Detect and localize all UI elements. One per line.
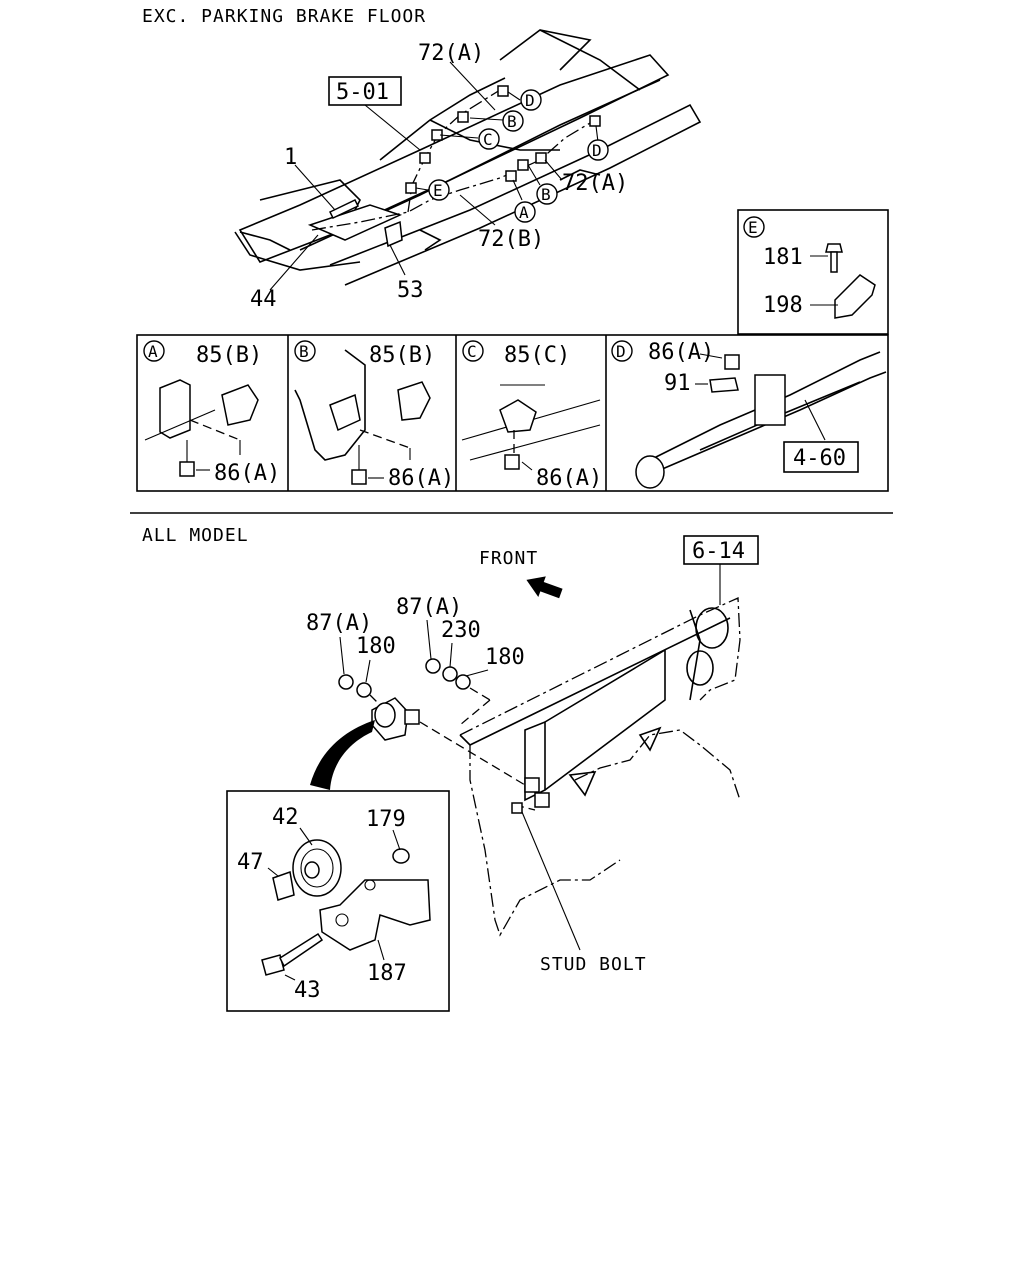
- ref-label-4-60: 4-60: [793, 446, 846, 471]
- detail-c-letter: C: [467, 342, 477, 361]
- letter-e: E: [433, 181, 443, 200]
- letter-b-upper: B: [507, 112, 517, 131]
- detail-row: [136, 334, 889, 492]
- detail-c-86a: 86(A): [536, 466, 602, 491]
- label-44: 44: [250, 287, 277, 312]
- chassis-frame: [234, 29, 702, 286]
- front-label: FRONT: [479, 548, 538, 569]
- letter-a: A: [519, 203, 529, 222]
- frame-rail: [459, 597, 741, 937]
- detail-pointer-arrow-icon: [310, 720, 375, 790]
- label-72b: 72(B): [478, 227, 544, 252]
- label-72a-top: 72(A): [418, 41, 484, 66]
- ref-label-6-14: 6-14: [692, 539, 745, 564]
- label-230: 230: [441, 618, 481, 643]
- top-section-title: EXC. PARKING BRAKE FLOOR: [142, 6, 426, 27]
- label-47: 47: [237, 850, 264, 875]
- label-87a-left: 87(A): [306, 611, 372, 636]
- bottom-section-title: ALL MODEL: [142, 525, 249, 546]
- detail-c: C 85(C) 86(A): [461, 340, 602, 491]
- label-stud-bolt: STUD BOLT: [540, 954, 647, 975]
- inset-detail: [226, 790, 450, 1012]
- detail-e: E 181 198: [737, 209, 889, 335]
- detail-a-85b: 85(B): [196, 343, 262, 368]
- front-arrow-icon: [526, 576, 563, 599]
- label-179: 179: [366, 807, 406, 832]
- detail-d-86a: 86(A): [648, 340, 714, 365]
- detail-b: B 85(B) 86(A): [294, 340, 454, 491]
- detail-b-85b: 85(B): [369, 343, 435, 368]
- label-42: 42: [272, 805, 299, 830]
- label-187: 187: [367, 961, 407, 986]
- detail-d: D 86(A) 91 4-60: [611, 340, 887, 489]
- detail-d-91: 91: [664, 371, 691, 396]
- label-1: 1: [284, 145, 297, 170]
- label-87a-right: 87(A): [396, 595, 462, 620]
- label-198: 198: [763, 293, 803, 318]
- top-leaders: [269, 61, 599, 291]
- label-181: 181: [763, 245, 803, 270]
- detail-b-letter: B: [299, 342, 309, 361]
- detail-e-letter: E: [748, 218, 758, 237]
- detail-c-85c: 85(C): [504, 343, 570, 368]
- detail-b-86a: 86(A): [388, 466, 454, 491]
- letter-c: C: [483, 130, 493, 149]
- bottom-hardware: [338, 658, 581, 951]
- label-72a-right: 72(A): [562, 171, 628, 196]
- label-180-left: 180: [356, 634, 396, 659]
- label-43: 43: [294, 978, 321, 1003]
- ref-box-5-01: [328, 76, 402, 106]
- ref-box-6-14: [683, 535, 759, 565]
- letter-d-upper: D: [525, 91, 535, 110]
- detail-a: A 85(B) 86(A): [143, 340, 280, 486]
- letter-d-lower: D: [592, 141, 602, 160]
- label-53: 53: [397, 278, 424, 303]
- label-180-right: 180: [485, 645, 525, 670]
- detail-d-letter: D: [616, 342, 626, 361]
- letter-b-lower: B: [541, 185, 551, 204]
- detail-a-86a: 86(A): [214, 461, 280, 486]
- circled-letters-top: D B C E D B A: [428, 89, 609, 223]
- detail-a-letter: A: [148, 342, 158, 361]
- ref-label-5-01: 5-01: [336, 80, 389, 105]
